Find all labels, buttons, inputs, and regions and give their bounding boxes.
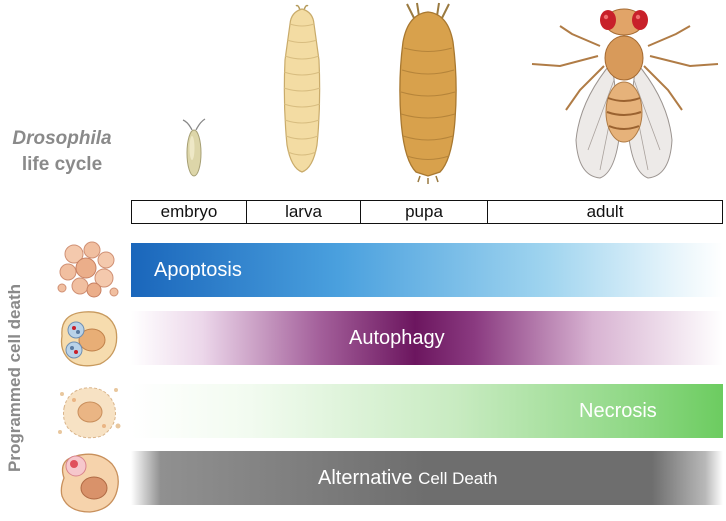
drosophila-illustrations xyxy=(182,2,719,184)
pupa-illustration xyxy=(399,2,457,184)
cell-death-words: Cell Death xyxy=(418,468,498,488)
stage-pupa: pupa xyxy=(361,201,488,223)
stage-adult: adult xyxy=(586,202,624,221)
necrosis-bar: Necrosis xyxy=(131,384,723,438)
autophagy-cell-icon xyxy=(60,311,118,367)
autophagy-bar: Autophagy xyxy=(131,311,723,365)
alternative-cell-death-icon xyxy=(60,453,119,513)
alternative-cell-death-label: Alternative Cell Death xyxy=(318,467,497,490)
larva-illustration xyxy=(283,4,321,173)
alternative-word: Alternative xyxy=(318,466,413,489)
necrosis-label: Necrosis xyxy=(579,399,657,422)
programmed-cell-death-label: Programmed cell death xyxy=(5,284,24,473)
autophagy-label: Autophagy xyxy=(349,326,445,349)
stage-larva: larva xyxy=(247,201,361,223)
life-stage-timeline: embryo larva pupa adult xyxy=(131,200,723,224)
stage-embryo: embryo xyxy=(132,201,247,223)
embryo-illustration xyxy=(182,118,206,177)
life-cycle-title: Drosophila life cycle xyxy=(0,126,124,178)
life-cycle-title-rest: life cycle xyxy=(21,154,103,175)
apoptosis-bar: Apoptosis xyxy=(131,243,723,297)
adult-fly-illustration xyxy=(531,8,719,179)
apoptosis-cell-icon xyxy=(57,241,119,298)
necrosis-cell-icon xyxy=(58,387,121,439)
alternative-cell-death-bar: Alternative Cell Death xyxy=(131,451,723,505)
apoptosis-label: Apoptosis xyxy=(154,258,242,281)
life-cycle-title-species: Drosophila xyxy=(12,128,112,149)
